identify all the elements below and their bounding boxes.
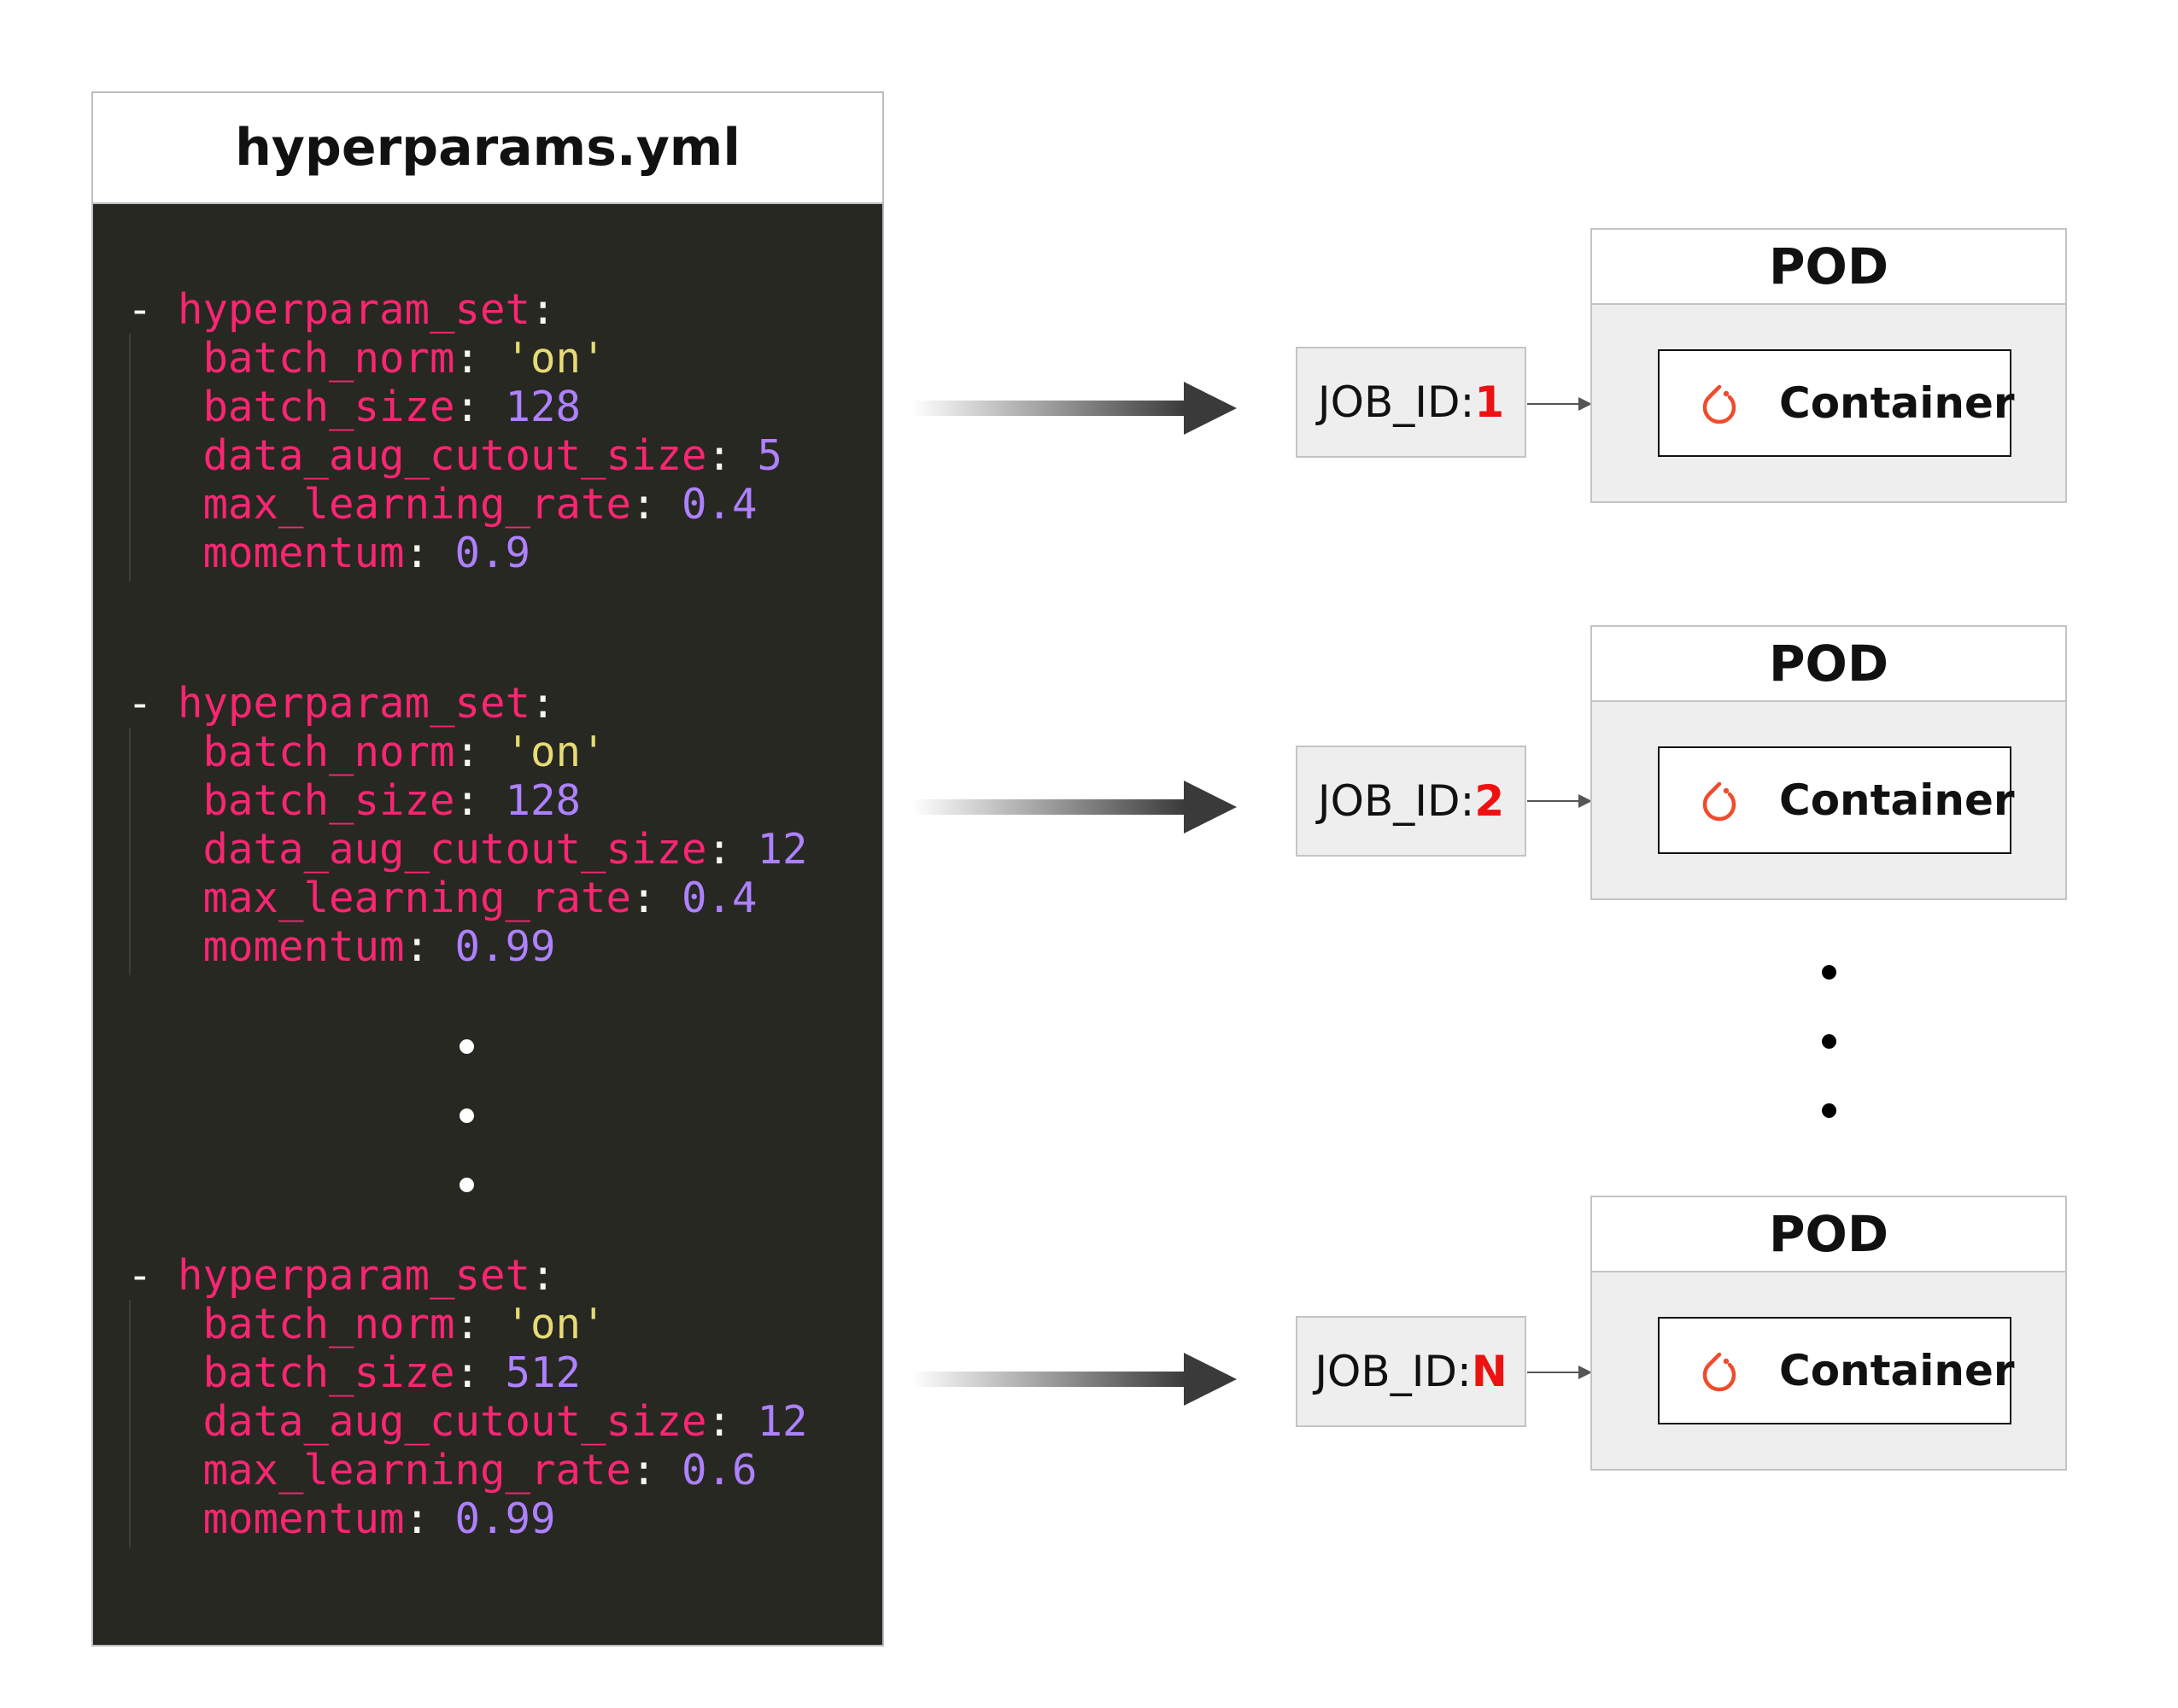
file-title: hyperparams.yml [235,118,741,178]
yaml-entry: momentum: 0.99 [202,1494,556,1543]
ellipsis-dot [1822,1103,1836,1118]
dispatch-arrow-1 [912,382,1237,435]
job-id-prefix: JOB_ID: [1317,776,1475,826]
arrow-head [1184,382,1237,435]
container-label: Container [1779,378,2015,428]
container-box: Container [1658,1317,2015,1424]
pod-title: POD [1769,635,1888,693]
arrow-shaft [912,799,1186,815]
indent-guide [129,334,131,582]
job-id-prefix: JOB_ID: [1314,1347,1472,1396]
yaml-entry: batch_norm: 'on' [202,1300,606,1348]
job-to-pod-arrow-2 [1527,793,1592,810]
ellipsis-dot [1822,965,1836,980]
yaml-file-panel: hyperparams.yml - hyperparam_set: batch_… [91,91,884,1647]
yaml-entry: batch_size: 128 [202,383,582,431]
file-header: hyperparams.yml [93,93,882,204]
job-id-number: 2 [1474,776,1505,826]
yaml-entry: data_aug_cutout_size: 12 [202,825,808,874]
pod-header: POD [1592,230,2065,305]
yaml-entry: batch_norm: 'on' [202,728,606,776]
container-box: Container [1658,746,2015,854]
pod-title: POD [1769,1205,1888,1263]
arrow-shaft [912,401,1186,416]
job-id-box-n: JOB_ID:N [1296,1316,1526,1427]
indent-guide [129,728,131,975]
job-to-pod-arrow-n [1527,1364,1592,1381]
yaml-entry: data_aug_cutout_size: 12 [202,1397,808,1446]
job-id-number: N [1471,1347,1508,1396]
job-to-pod-arrow-1 [1527,395,1592,412]
pod-n: POD Container [1590,1196,2067,1471]
job-id-number: 1 [1474,377,1505,427]
pod-1: POD Container [1590,228,2067,503]
indent-guide [129,1300,131,1547]
pytorch-icon [1702,1352,1736,1392]
pod-2: POD Container [1590,625,2067,900]
ellipsis-dot [460,1108,474,1123]
container-label: Container [1779,1346,2015,1395]
job-id-box-2: JOB_ID:2 [1296,746,1526,857]
pod-header: POD [1592,627,2065,702]
arrow-head [1184,781,1237,834]
dispatch-arrow-2 [912,781,1237,834]
yaml-entry: momentum: 0.9 [202,529,531,577]
yaml-entry: batch_size: 512 [202,1348,582,1397]
yaml-entry: max_learning_rate: 0.6 [202,1446,758,1494]
pod-title: POD [1769,237,1888,295]
yaml-entry: batch_size: 128 [202,776,582,825]
container-label: Container [1779,775,2015,825]
arrow-head [1184,1353,1237,1406]
yaml-entry: momentum: 0.99 [202,922,556,971]
arrow-shaft [912,1372,1186,1387]
pytorch-icon [1702,384,1736,424]
ellipsis-dot [1822,1034,1836,1049]
job-id-prefix: JOB_ID: [1317,377,1475,427]
ellipsis-dot [460,1178,474,1192]
dispatch-arrow-n [912,1353,1237,1406]
yaml-entry: max_learning_rate: 0.4 [202,874,758,922]
ellipsis-dot [460,1039,474,1054]
yaml-set-line: - hyperparam_set: [127,285,556,334]
job-id-box-1: JOB_ID:1 [1296,347,1526,458]
yaml-set-line: - hyperparam_set: [127,679,556,728]
yaml-entry: max_learning_rate: 0.4 [202,480,758,529]
pod-header: POD [1592,1197,2065,1272]
yaml-entry: batch_norm: 'on' [202,334,606,383]
container-box: Container [1658,349,2015,457]
yaml-entry: data_aug_cutout_size: 5 [202,431,783,480]
yaml-set-line: - hyperparam_set: [127,1251,556,1300]
pytorch-icon [1702,781,1736,822]
